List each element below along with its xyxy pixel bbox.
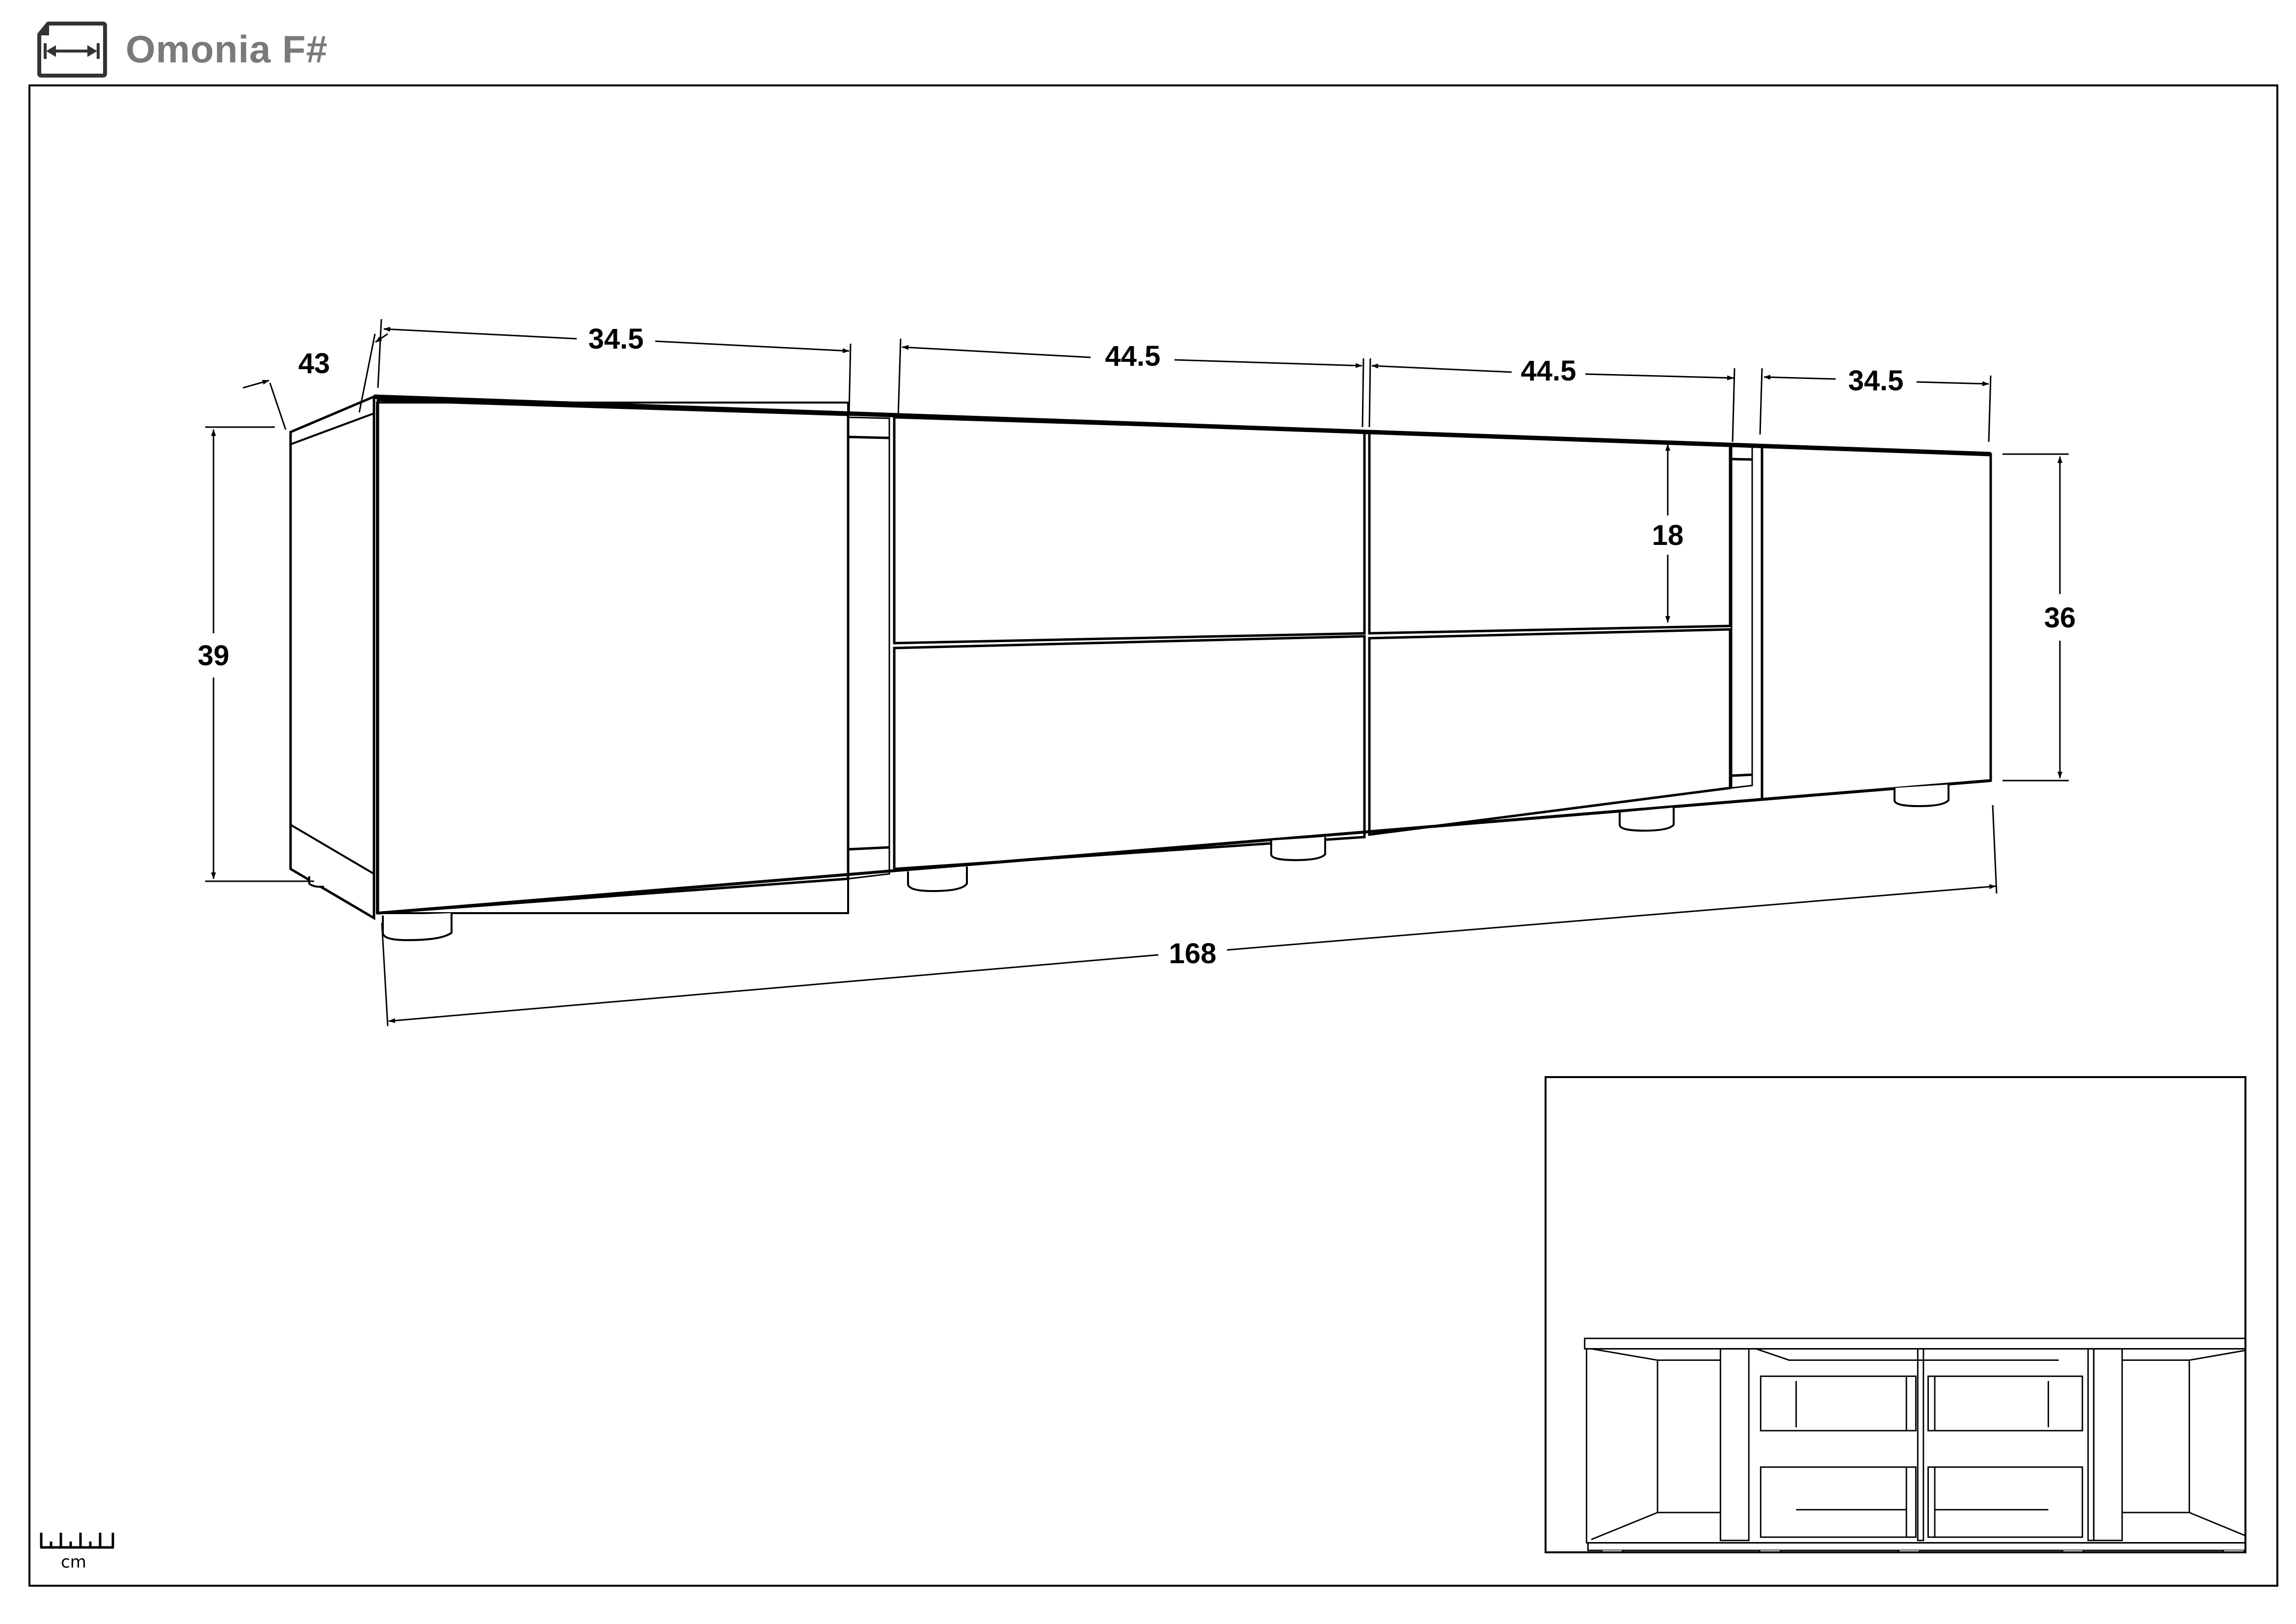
dim-drawer-right-width: 44.5 [1521, 355, 1576, 387]
cabinet-body [289, 394, 1992, 920]
header: Omonia F# [30, 20, 328, 79]
dim-drawer-left-width: 44.5 [1105, 340, 1161, 372]
dim-right-door-width: 34.5 [1848, 365, 1904, 397]
page-title: Omonia F# [126, 27, 328, 71]
cabinet-feet [308, 785, 1949, 942]
dim-total-height: 39 [198, 640, 230, 672]
drawing-frame [28, 84, 2278, 1587]
dimension-lines [205, 319, 2069, 1027]
dim-left-door-width: 34.5 [588, 323, 644, 355]
scale-indicator: cm [35, 1528, 119, 1572]
ruler-icon [40, 1533, 114, 1549]
dim-total-width: 168 [1169, 938, 1217, 970]
dim-drawer-height: 18 [1652, 519, 1684, 551]
dim-front-height: 36 [2044, 602, 2076, 634]
left-door [376, 402, 849, 914]
dim-depth: 43 [298, 348, 330, 379]
scale-unit-label: cm [61, 1552, 86, 1572]
dimension-labels: 43 34.5 44.5 44.5 34.5 18 36 39 168 [198, 323, 2076, 970]
inset-open-view [1545, 1076, 2262, 1562]
sideboard-open-front-view [1584, 1337, 2262, 1562]
dimension-sheet-icon [37, 22, 107, 78]
